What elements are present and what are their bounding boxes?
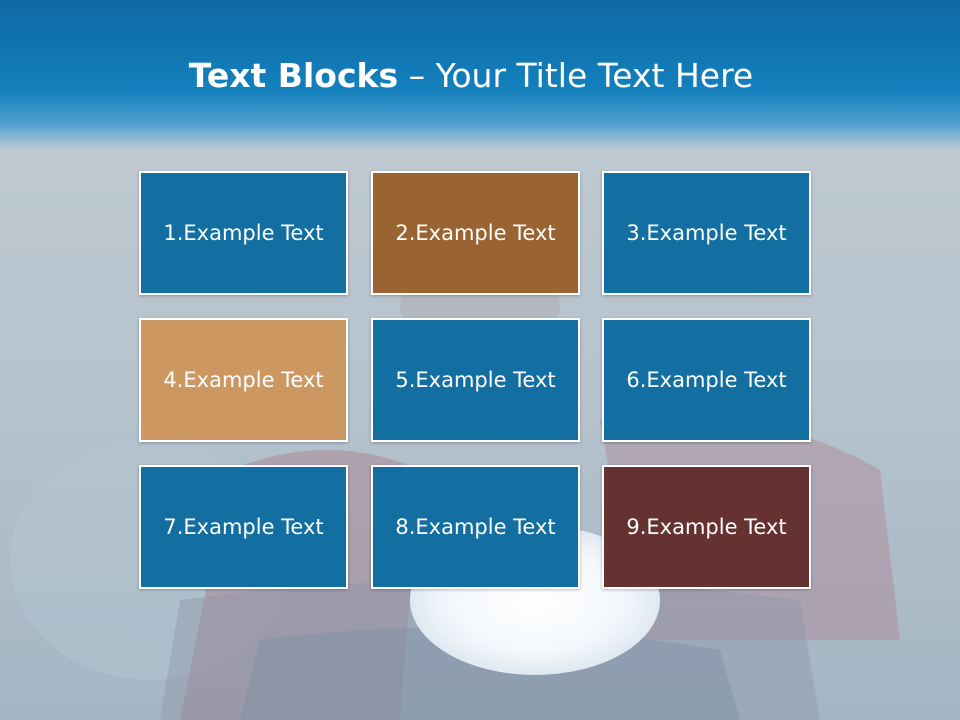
text-block-label: 7.Example Text [163, 515, 324, 539]
text-block-label: 4.Example Text [163, 368, 324, 392]
text-block-label: 5.Example Text [395, 368, 556, 392]
text-block-label: 6.Example Text [626, 368, 787, 392]
text-block-2[interactable]: 2.Example Text [371, 171, 580, 295]
text-block-8[interactable]: 8.Example Text [371, 465, 580, 589]
text-block-label: 2.Example Text [395, 221, 556, 245]
text-block-9[interactable]: 9.Example Text [602, 465, 811, 589]
title-bold-part: Text Blocks [188, 56, 399, 95]
title-dash: – [408, 56, 426, 95]
slide-title: Text Blocks – Your Title Text Here [0, 54, 942, 98]
text-block-label: 8.Example Text [395, 515, 556, 539]
text-block-label: 9.Example Text [626, 515, 787, 539]
text-block-label: 3.Example Text [626, 221, 787, 245]
text-block-4[interactable]: 4.Example Text [139, 318, 348, 442]
text-block-3[interactable]: 3.Example Text [602, 171, 811, 295]
title-bar [0, 0, 960, 150]
title-rest-part: Your Title Text Here [435, 56, 754, 95]
text-block-1[interactable]: 1.Example Text [139, 171, 348, 295]
text-block-5[interactable]: 5.Example Text [371, 318, 580, 442]
text-block-7[interactable]: 7.Example Text [139, 465, 348, 589]
text-block-label: 1.Example Text [163, 221, 324, 245]
text-block-6[interactable]: 6.Example Text [602, 318, 811, 442]
